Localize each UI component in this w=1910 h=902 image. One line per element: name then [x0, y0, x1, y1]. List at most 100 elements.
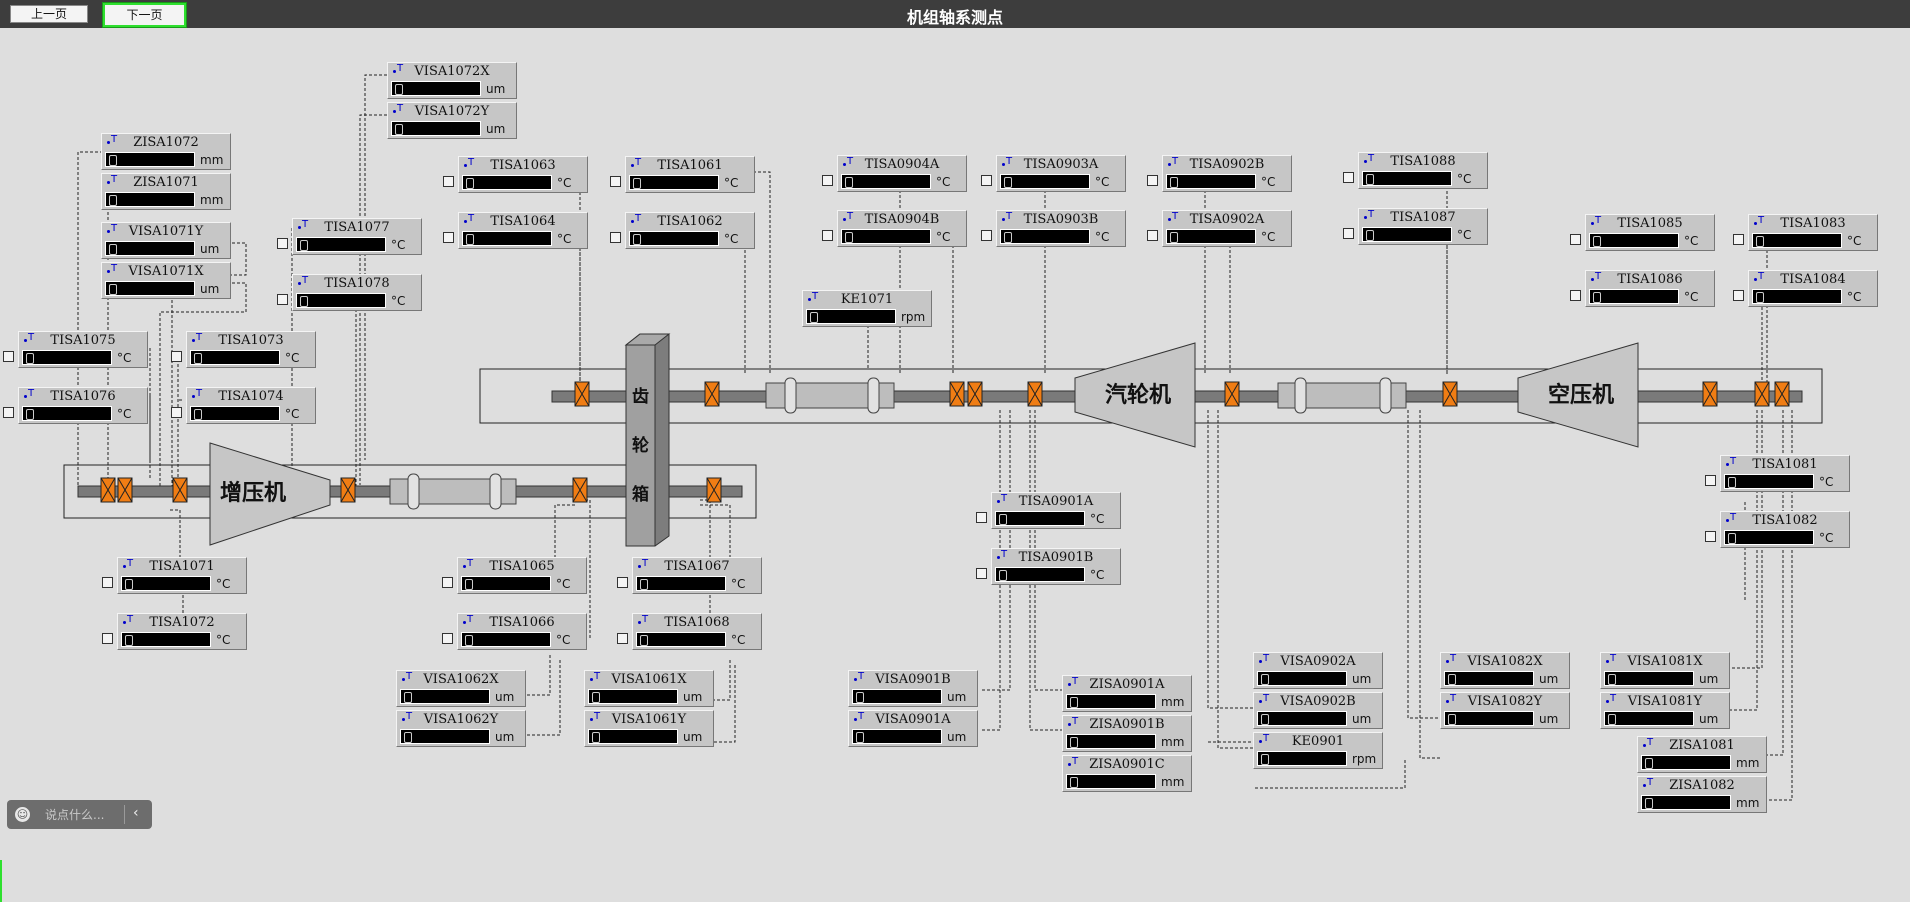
thermometer-icon: T	[402, 672, 412, 682]
next-page-button[interactable]: 下一页	[102, 2, 187, 28]
tag-checkbox[interactable]	[277, 238, 288, 249]
tag-checkbox[interactable]	[610, 232, 621, 243]
prev-page-button[interactable]: 上一页	[10, 5, 88, 23]
tag-checkbox[interactable]	[822, 175, 833, 186]
tag-checkbox[interactable]	[1733, 290, 1744, 301]
tag-checkbox[interactable]	[171, 351, 182, 362]
tag-checkbox[interactable]	[102, 633, 113, 644]
tag-checkbox[interactable]	[1733, 234, 1744, 245]
tag-checkbox[interactable]	[1147, 230, 1158, 241]
chat-input[interactable]: 说点什么...	[45, 808, 105, 822]
tag-checkbox[interactable]	[102, 577, 113, 588]
tag-checkbox[interactable]	[277, 294, 288, 305]
tag-checkbox[interactable]	[1705, 475, 1716, 486]
tag-name: TISA0902B	[1189, 157, 1265, 172]
tag-checkbox[interactable]	[610, 176, 621, 187]
tag-checkbox[interactable]	[981, 230, 992, 241]
tag-checkbox[interactable]	[981, 175, 992, 186]
tag-value-display	[296, 293, 386, 308]
tag-checkbox[interactable]	[976, 568, 987, 579]
tag-checkbox[interactable]	[3, 407, 14, 418]
smile-icon[interactable]: ☺	[15, 807, 30, 822]
tag-checkbox[interactable]	[1705, 531, 1716, 542]
tag-checkbox[interactable]	[1343, 172, 1354, 183]
tag-checkbox[interactable]	[617, 633, 628, 644]
tag-checkbox[interactable]	[1570, 234, 1581, 245]
chevron-left-icon[interactable]: ‹	[133, 805, 139, 821]
tag-checkbox[interactable]	[442, 633, 453, 644]
tag-checkbox[interactable]	[617, 577, 628, 588]
tag-checkbox[interactable]	[442, 577, 453, 588]
tag-checkbox[interactable]	[1147, 175, 1158, 186]
chat-bar[interactable]: ☺ 说点什么... ‹	[7, 800, 152, 829]
tag-checkbox[interactable]	[1343, 228, 1354, 239]
tag-checkbox[interactable]	[443, 232, 454, 243]
tag-checkbox[interactable]	[443, 176, 454, 187]
tag-checkbox[interactable]	[3, 351, 14, 362]
tag-checkbox[interactable]	[822, 230, 833, 241]
tag-checkbox[interactable]	[1570, 290, 1581, 301]
bearing-marker	[949, 381, 965, 407]
tag-checkbox[interactable]	[976, 512, 987, 523]
tag-checkbox[interactable]	[171, 407, 182, 418]
thermometer-icon: T	[1259, 654, 1269, 664]
